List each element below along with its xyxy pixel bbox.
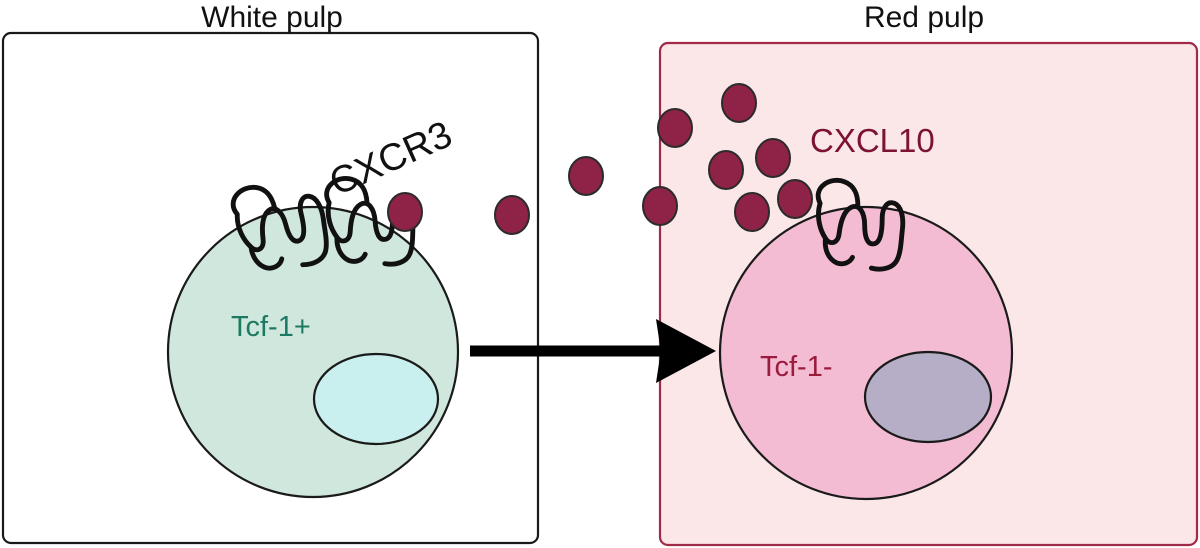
cxcr3-right-shape — [815, 177, 906, 272]
chemokine-dot — [657, 108, 693, 148]
cxcr3-left-a — [230, 185, 329, 271]
chemokine-dot-group — [387, 83, 813, 235]
chemokine-dot — [721, 83, 757, 123]
tcf1-negative-cell-nucleus — [863, 350, 993, 444]
chemokine-dot — [777, 179, 813, 219]
chemokine-dot — [568, 156, 604, 196]
panel-red-pulp-title: Red pulp — [864, 1, 984, 34]
cxcr3-left-a-shape — [230, 185, 329, 271]
tcf1-positive-cell-label: Tcf-1+ — [231, 311, 311, 343]
cxcr3-left-b-shape — [324, 175, 416, 267]
tcf1-positive-cell-membrane — [166, 205, 460, 499]
cxcr3-left-b — [324, 175, 416, 267]
tcf1-positive-cell: Tcf-1+ — [166, 205, 460, 499]
migration-arrow-shape — [470, 319, 716, 383]
panel-white-pulp-title: White pulp — [201, 1, 343, 34]
chemokine-dot — [387, 192, 423, 232]
migration-arrow — [470, 319, 716, 383]
chemokine-dot — [642, 186, 678, 226]
tcf1-negative-cell-label: Tcf-1- — [760, 351, 833, 383]
chemokine-dot — [755, 138, 791, 178]
tcf1-positive-cell-nucleus — [312, 352, 440, 446]
cxcr3-right — [815, 177, 906, 272]
cxcl10-label: CXCL10 — [810, 122, 935, 159]
chemokine-dot — [494, 195, 530, 235]
chemokine-dot — [708, 150, 744, 190]
chemokine-dot — [734, 192, 770, 232]
tcf1-negative-cell: Tcf-1- — [718, 205, 1014, 501]
